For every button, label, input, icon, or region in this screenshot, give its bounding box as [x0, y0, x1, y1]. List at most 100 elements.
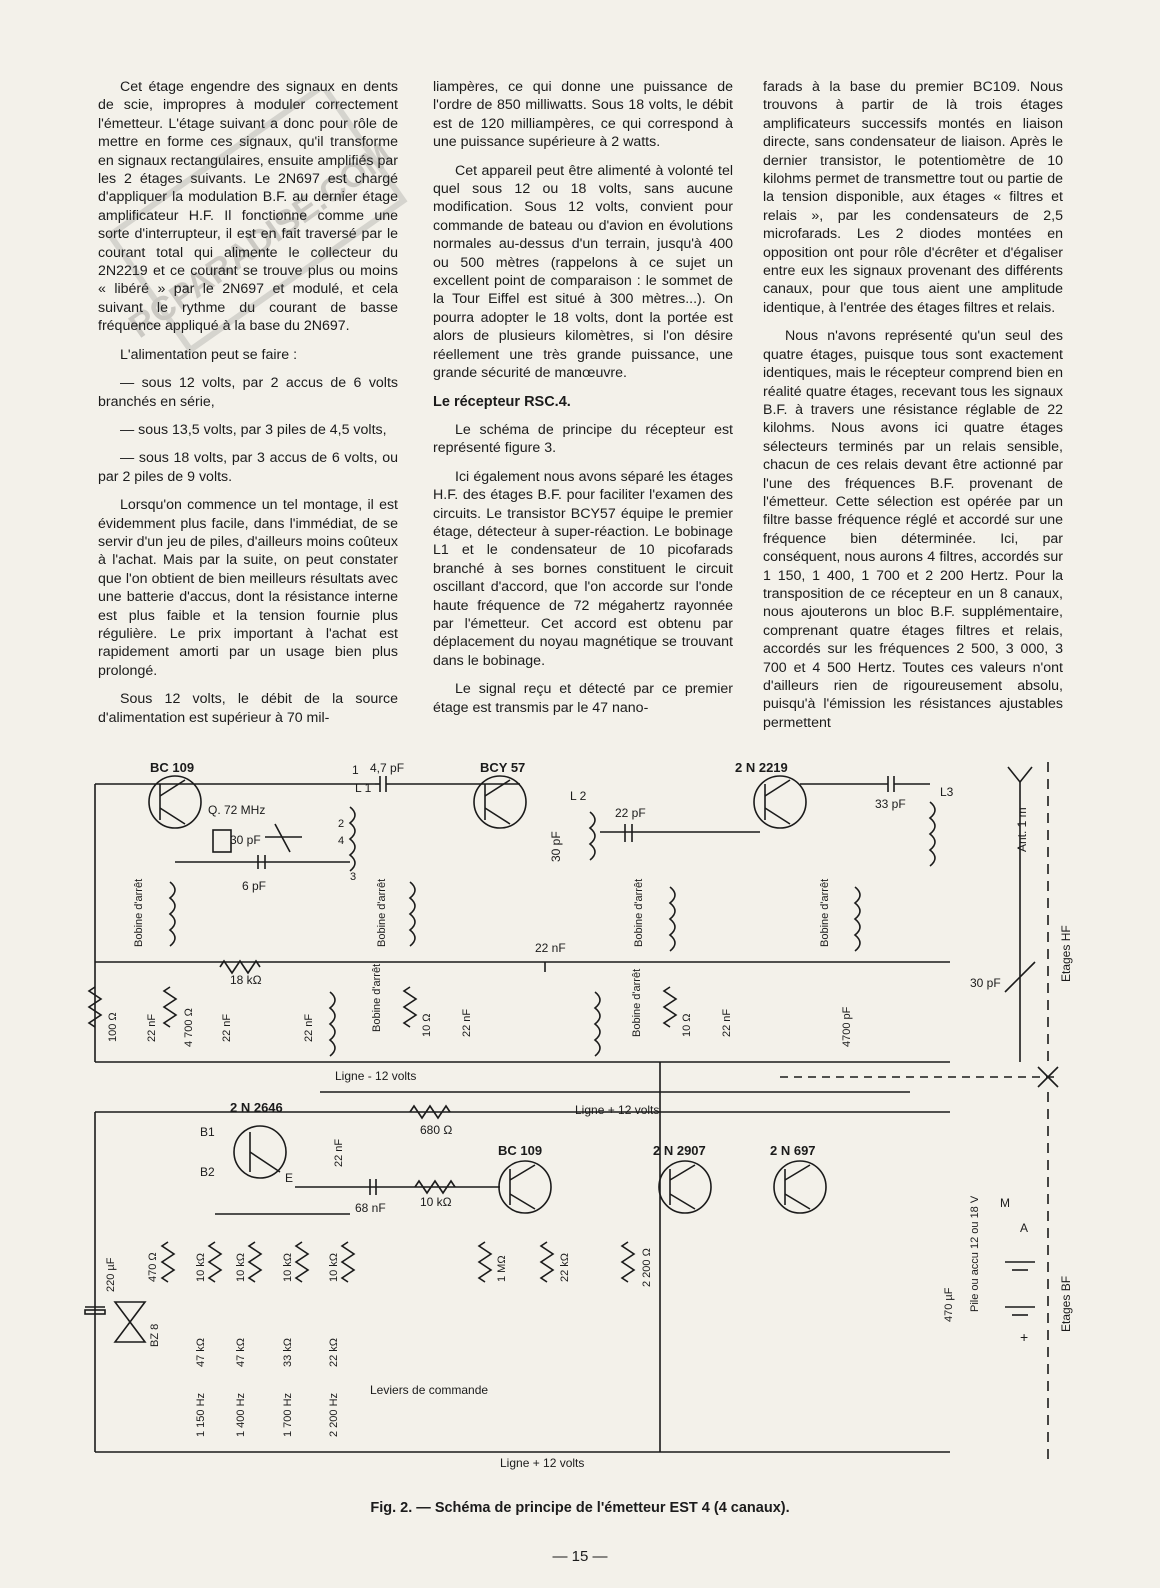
paragraph: Le schéma de principe du récepteur est r…	[433, 421, 733, 457]
label: Bobine d'arrêt	[371, 964, 383, 1032]
resistor-10k	[294, 1241, 310, 1283]
label: 2 N 697	[770, 1143, 816, 1158]
text-column-2: liampères, ce qui donne une puissance de…	[433, 78, 733, 727]
label: 47 kΩ	[235, 1338, 247, 1367]
resistor-4700	[162, 986, 178, 1028]
choke-coil	[668, 886, 676, 952]
paragraph: Sous 12 volts, le débit de la source d'a…	[98, 691, 398, 726]
zener-diode	[113, 1301, 147, 1343]
label: BC 109	[150, 762, 194, 775]
label: Q. 72 MHz	[208, 803, 265, 817]
label: 3	[350, 871, 356, 883]
resistor-680	[409, 1104, 451, 1120]
label: Etages HF	[1059, 925, 1073, 982]
label: 33 pF	[875, 797, 906, 811]
label: 1 150 Hz	[195, 1393, 207, 1437]
label: 4700 pF	[841, 1006, 853, 1047]
label: 470 Ω	[147, 1252, 159, 1282]
paragraph: Ici également nous avons séparé les étag…	[433, 468, 733, 669]
resistor-1m	[477, 1241, 493, 1283]
label: Ligne - 12 volts	[335, 1069, 416, 1083]
label: 30 pF	[549, 831, 563, 862]
label: Ant. 1 m	[1015, 807, 1029, 852]
label: 47 kΩ	[195, 1338, 207, 1367]
label: Pile ou accu 12 ou 18 V	[969, 1195, 981, 1312]
label: 2 200 Ω	[641, 1248, 653, 1287]
label: BCY 57	[480, 762, 525, 775]
paragraph: Lorsqu'on commence un tel montage, il es…	[98, 497, 398, 679]
label: 1 400 Hz	[235, 1393, 247, 1437]
choke-coil	[328, 991, 336, 1057]
resistor-10k	[340, 1241, 356, 1283]
label: 10 kΩ	[282, 1253, 294, 1282]
label: 10 Ω	[681, 1013, 693, 1037]
label: 22 pF	[615, 806, 646, 820]
label: B2	[200, 1165, 215, 1179]
label: Ligne + 12 volts	[500, 1456, 584, 1470]
label: 4,7 pF	[370, 762, 404, 775]
label: 22 nF	[721, 1009, 733, 1037]
label: 22 kΩ	[328, 1338, 340, 1367]
label: 2 N 2907	[653, 1143, 706, 1158]
resistor-10k	[414, 1179, 456, 1195]
resistor-22k	[539, 1241, 555, 1283]
paragraph: — sous 12 volts, par 2 accus de 6 volts …	[98, 375, 398, 410]
paragraph: — sous 13,5 volts, par 3 piles de 4,5 vo…	[120, 421, 387, 438]
transistor-2n2219	[753, 775, 807, 829]
label: M	[1000, 1196, 1010, 1210]
label: 1 MΩ	[496, 1255, 508, 1282]
label: L 1	[355, 781, 372, 795]
label: 30 pF	[970, 976, 1001, 990]
label: BC 109	[498, 1143, 542, 1158]
transistor-bc109-bottom	[498, 1160, 552, 1214]
coil-l3	[928, 801, 936, 867]
label: 680 Ω	[420, 1123, 452, 1137]
label: Ligne + 12 volts	[575, 1103, 659, 1117]
watermark-text: RCPARADISE.COM	[122, 136, 399, 346]
label: 22 nF	[461, 1009, 473, 1037]
label: 10 kΩ	[235, 1253, 247, 1282]
text-column-1: Cet étage engendre des signaux en dents …	[98, 78, 398, 737]
label: B1	[200, 1125, 215, 1139]
label: Bobine d'arrêt	[633, 879, 645, 947]
schematic-diagram: BC 109 Q. 72 MHz 30 pF 6 pF L 1 1 2 4 3 …	[84, 762, 1073, 1470]
label: Bobine d'arrêt	[376, 879, 388, 947]
label: A	[1020, 1221, 1028, 1235]
label: 4 700 Ω	[183, 1008, 195, 1047]
label: 22 nF	[535, 941, 566, 955]
coil-l1	[348, 806, 356, 872]
label: 22 nF	[303, 1014, 315, 1042]
label: 470 µF	[943, 1287, 955, 1322]
transistor-bcy57	[473, 775, 527, 829]
transistor-bc109-top	[148, 775, 202, 829]
label: 2	[338, 818, 344, 830]
choke-coil	[408, 881, 416, 947]
page-number: — 15 —	[552, 1548, 608, 1565]
resistor-10k	[207, 1241, 223, 1283]
resistor-10	[402, 986, 418, 1028]
label: L3	[940, 785, 954, 799]
label: E	[285, 1171, 293, 1185]
label: 10 kΩ	[328, 1253, 340, 1282]
label: Bobine d'arrêt	[631, 969, 643, 1037]
label: 2 200 Hz	[328, 1393, 340, 1437]
label: 1 700 Hz	[282, 1393, 294, 1437]
label: 100 Ω	[107, 1012, 119, 1042]
transistor-2n2646	[233, 1125, 287, 1179]
choke-coil	[593, 991, 601, 1057]
label: 22 nF	[333, 1139, 345, 1167]
resistor-470	[160, 1241, 176, 1283]
crystal-symbol	[212, 829, 232, 853]
label: +	[1020, 1329, 1028, 1345]
cross-mark	[1037, 1066, 1059, 1088]
paragraph: Nous n'avons représenté qu'un seul des q…	[763, 328, 1063, 731]
paragraph: Cet appareil peut être alimenté à volont…	[433, 162, 733, 382]
watermark-stamp: RCPARADISE.COM	[105, 90, 408, 354]
label: 18 kΩ	[230, 973, 262, 987]
label: 4	[338, 835, 344, 847]
resistor-10k	[247, 1241, 263, 1283]
transistor-2n2907	[658, 1160, 712, 1214]
label: L 2	[570, 789, 587, 803]
label: Etages BF	[1059, 1276, 1073, 1332]
